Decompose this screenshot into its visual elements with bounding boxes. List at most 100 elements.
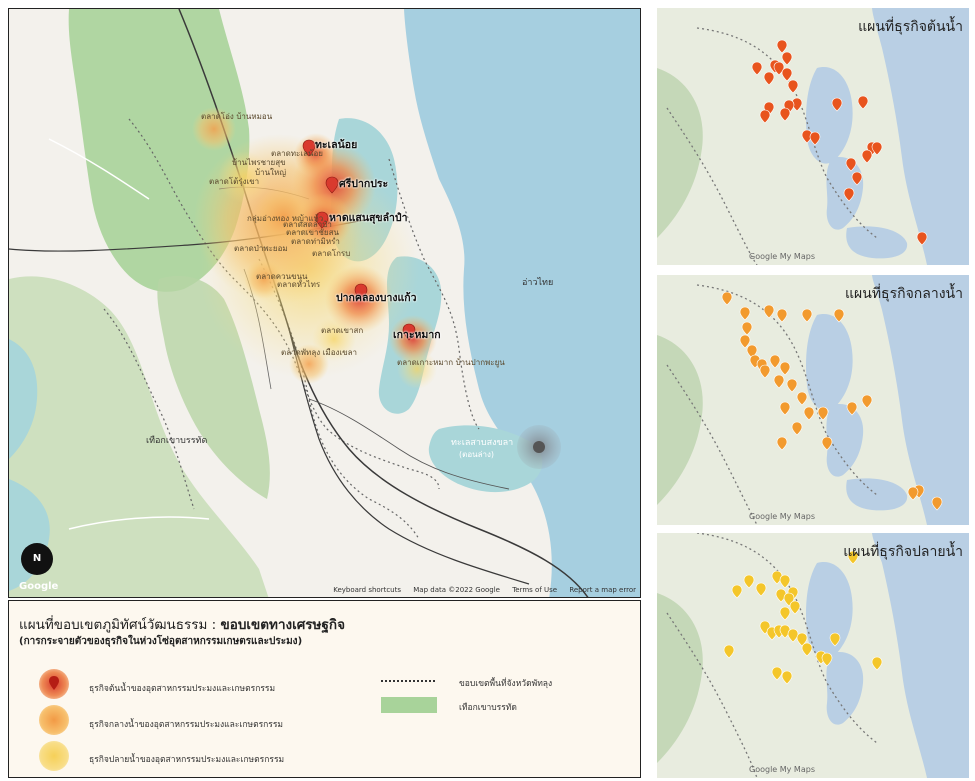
pin-icon[interactable] (907, 486, 919, 501)
pin-icon[interactable] (847, 550, 859, 565)
pin-icon[interactable] (843, 187, 855, 202)
place-label: บ้านไพรชายสุข (232, 158, 286, 167)
pin-icon[interactable] (821, 436, 833, 451)
pin-icon[interactable] (857, 95, 869, 110)
place-label: ตลาดโกรบ (312, 249, 351, 258)
pin-icon[interactable] (809, 131, 821, 146)
pin-icon[interactable] (803, 406, 815, 421)
keyboard-shortcuts-link[interactable]: Keyboard shortcuts (333, 586, 402, 594)
pin-icon[interactable] (821, 652, 833, 667)
pin-icon[interactable] (771, 570, 783, 585)
pin-icon[interactable] (773, 374, 785, 389)
north-arrow-icon: N (21, 543, 53, 575)
report-error-link[interactable]: Report a map error (569, 586, 636, 594)
legend-boundary-line (381, 680, 437, 682)
thumbnail-downstream[interactable]: แผนที่ธุรกิจปลายน้ำ Google My Maps (657, 533, 969, 778)
pin-icon[interactable] (315, 211, 329, 229)
main-map[interactable]: ทะเลน้อย ศรีปากประ หาดแสนสุขลำปำ ปากคลอง… (8, 8, 641, 598)
pin-icon[interactable] (302, 139, 316, 157)
pin-icon[interactable] (916, 231, 928, 246)
pin-icon[interactable] (763, 71, 775, 86)
forest-area-south (9, 276, 269, 597)
pin-icon[interactable] (739, 306, 751, 321)
pin-icon[interactable] (759, 109, 771, 124)
pin-icon[interactable] (402, 323, 416, 341)
pin-icon[interactable] (779, 606, 791, 621)
legend-panel: แผนที่ขอบเขตภูมิทัศน์วัฒนธรรม : ขอบเขตทา… (8, 600, 641, 778)
legend-upstream-swatch (39, 669, 69, 699)
pin-icon[interactable] (755, 582, 767, 597)
pin-icon[interactable] (786, 378, 798, 393)
pin-icon[interactable] (833, 308, 845, 323)
pin-icon[interactable] (801, 308, 813, 323)
pin-icon[interactable] (787, 79, 799, 94)
legend-downstream-swatch (39, 741, 69, 771)
map-data-text: Map data ©2022 Google (413, 586, 500, 594)
region-label-lake: ทะเลสาบสงขลา (451, 438, 514, 448)
pin-icon[interactable] (861, 149, 873, 164)
pin-icon[interactable] (851, 171, 863, 186)
thumbnail-upstream-title: แผนที่ธุรกิจต้นน้ำ (858, 19, 963, 35)
pin-icon[interactable] (731, 584, 743, 599)
pin-icon[interactable] (871, 141, 883, 156)
hotspot-label[interactable]: เกาะหมาก (393, 329, 441, 341)
place-label: ตลาดหัวไทร (277, 280, 321, 289)
pin-icon[interactable] (791, 421, 803, 436)
hotspot-label[interactable]: หาดแสนสุขลำปำ (329, 212, 408, 224)
thumbnail-google-logo: Google My Maps (749, 512, 815, 521)
pin-icon[interactable] (751, 61, 763, 76)
pin-icon[interactable] (721, 291, 733, 306)
pin-icon[interactable] (781, 51, 793, 66)
place-label: ตลาดป่าพะยอม (234, 244, 288, 253)
pin-icon[interactable] (845, 157, 857, 172)
pin-icon[interactable] (831, 97, 843, 112)
map-attribution: Keyboard shortcuts Map data ©2022 Google… (323, 586, 636, 594)
pin-icon[interactable] (741, 321, 753, 336)
pin-icon[interactable] (743, 574, 755, 589)
hotspot-label[interactable]: ศรีปากประ (339, 178, 389, 190)
place-label: ตลาดทะเลน้อย (271, 149, 323, 158)
heat-zone-banyai (218, 151, 270, 203)
legend-upstream-label: ธุรกิจต้นน้ำของอุตสาหกรรมประมงและเกษตรกร… (89, 684, 276, 694)
thumbnail-upstream[interactable]: แผนที่ธุรกิจต้นน้ำ Google My Maps (657, 8, 969, 265)
pin-icon[interactable] (354, 283, 368, 301)
pin-icon[interactable] (871, 656, 883, 671)
pin-icon[interactable] (776, 308, 788, 323)
terms-link[interactable]: Terms of Use (512, 586, 558, 594)
pin-icon[interactable] (776, 436, 788, 451)
pin-icon[interactable] (796, 391, 808, 406)
pin-icon[interactable] (846, 401, 858, 416)
legend-title-bold: ขอบเขตทางเศรษฐกิจ (220, 617, 345, 633)
pin-icon[interactable] (931, 496, 943, 511)
pin-icon[interactable] (779, 107, 791, 122)
pin-icon[interactable] (801, 642, 813, 657)
pin-icon[interactable] (779, 401, 791, 416)
pin-icon[interactable] (779, 361, 791, 376)
legend-title-prefix: แผนที่ขอบเขตภูมิทัศน์วัฒนธรรม : (19, 617, 217, 633)
pin-icon[interactable] (779, 574, 791, 589)
pin-icon[interactable] (771, 666, 783, 681)
pin-icon[interactable] (739, 334, 751, 349)
pin-icon[interactable] (829, 632, 841, 647)
hotspot-label[interactable]: ทะเลน้อย (315, 139, 358, 151)
pin-icon[interactable] (775, 588, 787, 603)
pin-icon[interactable] (763, 304, 775, 319)
pin-icon[interactable] (781, 67, 793, 82)
pin-icon[interactable] (789, 600, 801, 615)
pin-icon[interactable] (776, 39, 788, 54)
pin-icon[interactable] (759, 364, 771, 379)
thumbnail-midstream[interactable]: แผนที่ธุรกิจกลางน้ำ Google My Maps (657, 275, 969, 525)
pin-icon[interactable] (861, 394, 873, 409)
pin-icon[interactable] (781, 670, 793, 685)
pin-icon[interactable] (769, 354, 781, 369)
pin-icon[interactable] (325, 176, 339, 194)
pin-icon[interactable] (817, 406, 829, 421)
pin-icon[interactable] (723, 644, 735, 659)
pin-icon[interactable] (787, 628, 799, 643)
pin-icon[interactable] (773, 61, 785, 76)
hotspot-label[interactable]: ปากคลองบางแก้ว (336, 292, 417, 304)
pin-icon[interactable] (779, 624, 791, 639)
google-logo: Google (19, 581, 59, 592)
thumbnail-downstream-pins (723, 550, 883, 685)
